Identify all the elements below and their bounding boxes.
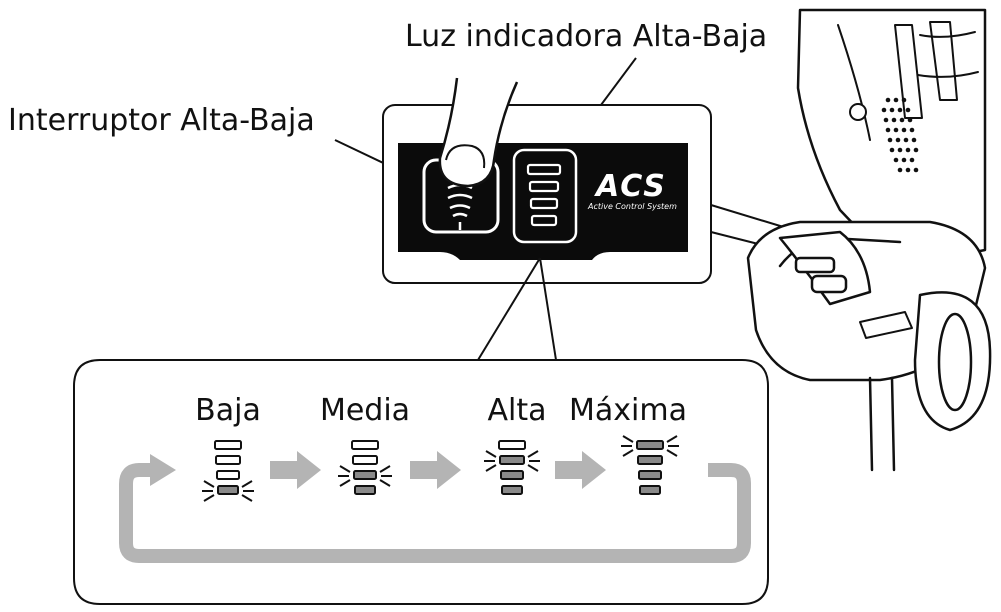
- indicator-segment: [353, 470, 377, 480]
- cycle-return-arrow: [119, 463, 751, 563]
- glow-ray: [203, 494, 215, 502]
- glow-ray: [379, 465, 391, 473]
- indicator-segment: [498, 440, 526, 450]
- step-arrow-1: [270, 451, 321, 489]
- indicator-segment: [639, 485, 661, 495]
- indicator-segment: [216, 470, 240, 480]
- indicator-segment: [499, 455, 525, 465]
- magnifier-connector-right: [539, 257, 557, 361]
- glow-ray: [666, 435, 678, 443]
- glow-ray: [666, 449, 678, 457]
- indicator-segment: [500, 470, 524, 480]
- tool-illustration: [746, 8, 992, 472]
- glow-ray: [485, 464, 497, 472]
- glow-ray: [527, 450, 539, 458]
- mode-label-media: Media: [320, 393, 410, 428]
- mode-label-baja: Baja: [195, 393, 261, 428]
- glow-ray: [241, 494, 253, 502]
- magnifier-connector-left: [477, 257, 541, 361]
- indicator-segment: [215, 455, 241, 465]
- acs-logo-subtitle: Active Control System: [587, 202, 677, 211]
- indicator-segment: [501, 485, 523, 495]
- glow-ray: [379, 479, 391, 487]
- fingernail: [445, 144, 486, 169]
- acs-logo: ACS: [594, 169, 667, 204]
- glow-ray: [622, 449, 634, 457]
- glow-ray: [527, 464, 539, 472]
- indicator-segment-1: [526, 163, 562, 176]
- mode-indicator-baja: [202, 440, 254, 502]
- indicator-light-label: Luz indicadora Alta-Baja: [405, 19, 767, 54]
- indicator-segment-2: [528, 180, 560, 193]
- indicator-segment: [637, 455, 663, 465]
- indicator-segment: [351, 440, 379, 450]
- modes-panel-frame: [73, 359, 769, 605]
- switch-label: Interruptor Alta-Baja: [8, 103, 315, 138]
- indicator-segment: [354, 485, 376, 495]
- indicator-segment: [352, 455, 378, 465]
- mode-indicator-alta: [484, 440, 540, 495]
- indicator-segment: [214, 440, 242, 450]
- indicator-segment: [638, 470, 662, 480]
- indicator-segments: [526, 163, 562, 227]
- indicator-segment: [217, 485, 239, 495]
- indicator-segment: [636, 440, 664, 450]
- glow-ray: [339, 465, 351, 473]
- glow-ray: [203, 480, 215, 488]
- finger: [438, 77, 519, 188]
- mode-indicators: [202, 435, 679, 502]
- indicator-segment-4: [530, 214, 558, 227]
- glow-ray: [339, 479, 351, 487]
- step-arrows: [270, 451, 606, 489]
- mode-label-alta: Alta: [487, 393, 546, 428]
- glow-ray: [241, 480, 253, 488]
- mode-indicator-máxima: [621, 435, 679, 495]
- indicator-segment-3: [529, 197, 559, 210]
- mode-indicator-media: [338, 440, 392, 495]
- mode-label-maxima: Máxima: [569, 393, 687, 428]
- glow-ray: [485, 450, 497, 458]
- step-arrow-3: [555, 451, 606, 489]
- cycle-return-arrowhead: [150, 454, 176, 486]
- step-arrow-2: [410, 451, 461, 489]
- indicator-light-box: [512, 148, 578, 244]
- glow-ray: [622, 435, 634, 443]
